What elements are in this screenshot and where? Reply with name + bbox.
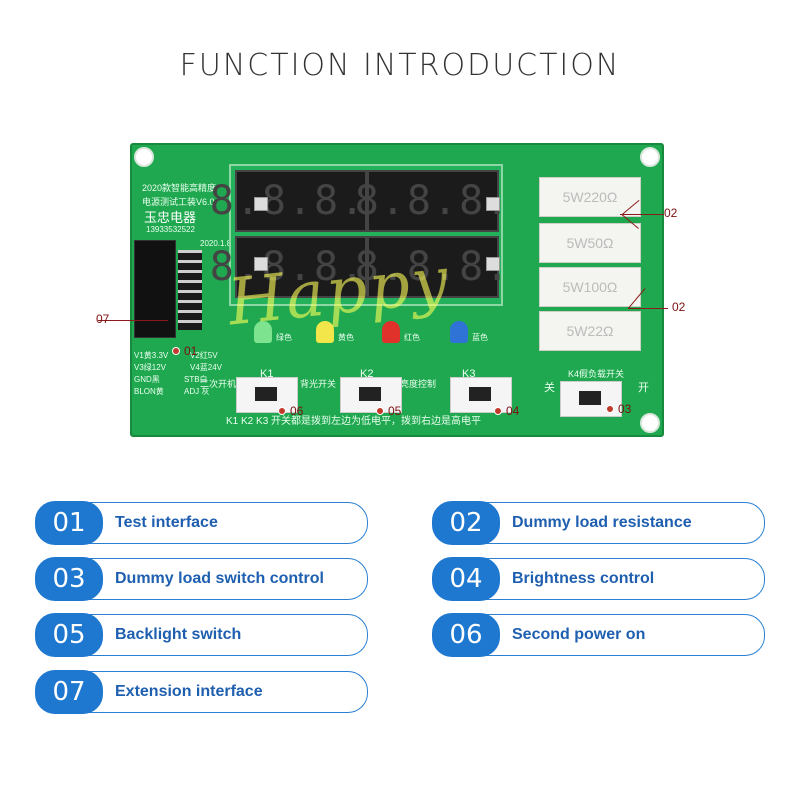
board-date: 2020.1.8 [200,239,232,248]
legend-blon: BLON黄 [134,387,164,396]
function-label: Extension interface [115,683,263,700]
function-label: Backlight switch [115,626,242,643]
switch-backlight [340,377,402,413]
board-header-1: 2020款智能高精度 [142,183,217,193]
led-yellow-icon [316,321,334,343]
off-label: 关 [544,382,555,394]
function-number: 01 [35,501,103,545]
label-k2: K2 [360,368,374,380]
mount-hole [134,147,154,167]
second-power-label: 二次开机 [200,379,237,389]
legend-stb: STB白 [184,375,208,384]
board-phone: 13933532522 [146,225,195,234]
extension-connector [134,240,176,338]
function-item-03: 03 Dummy load switch control [35,557,368,601]
function-item-05: 05 Backlight switch [35,613,368,657]
function-number: 05 [35,613,103,657]
callout-02a: 02 [664,206,678,220]
callout-02b: 02 [672,300,686,314]
legend-v2: V2红5V [190,351,218,360]
callout-03: 03 [606,402,631,416]
switch-brightness [450,377,512,413]
function-number: 03 [35,557,103,601]
callout-line [628,308,668,309]
callout-07: 07 [96,312,110,326]
label-k1: K1 [260,368,274,380]
led-blue-label: 蓝色 [472,333,488,342]
callout-line [98,320,168,321]
led-blue-icon [450,321,468,343]
board-brand: 玉忠电器 [144,210,197,225]
function-number: 02 [432,501,500,545]
led-green-icon [254,321,272,343]
trim-pot [486,197,500,211]
function-item-04: 04 Brightness control [432,557,765,601]
function-label: Brightness control [512,570,655,587]
pcb-board: 2020款智能高精度 电源测试工装V6.0 玉忠电器 13933532522 2… [130,143,664,437]
display-module: 8.8.8.8 8.8.8. 8.8.8.8 8.8.8. [210,164,509,306]
test-pin-header [178,250,202,330]
resistor-220: 5W220Ω [539,177,641,217]
callout-01: 01 [172,344,197,358]
legend-adj: ADJ 灰 [184,387,210,396]
function-label: Dummy load resistance [512,514,692,531]
legend-gnd: GND黑 [134,375,160,384]
mount-hole [640,147,660,167]
board-header-2: 电源测试工装V6.0 [142,197,215,207]
display-bottom-right: 8.8.8. [355,236,509,298]
function-item-06: 06 Second power on [432,613,765,657]
callout-dot-icon [172,347,180,355]
function-number: 04 [432,557,500,601]
function-item-07: 07 Extension interface [35,670,368,714]
display-top-left: 8.8.8.8 [210,170,390,232]
callout-05: 05 [376,404,401,418]
callout-dot-icon [494,407,502,415]
function-label: Dummy load switch control [115,570,324,587]
backlight-label: 背光开关 [300,379,337,389]
callout-line [620,214,664,215]
resistor-100: 5W100Ω [539,267,641,307]
board-note: K1 K2 K3 开关都是拨到左边为低电平，拨到右边是高电平 [226,416,482,427]
label-k3: K3 [462,368,476,380]
led-red-icon [382,321,400,343]
function-number: 07 [35,670,103,714]
led-yellow-label: 黄色 [338,333,354,342]
callout-dot-icon [376,407,384,415]
load-switch-label: K4假负载开关 [568,369,625,379]
callout-06: 06 [278,404,303,418]
led-red-label: 红色 [404,333,420,342]
brightness-label: 亮度控制 [400,379,437,389]
resistor-50: 5W50Ω [539,223,641,263]
display-top-right: 8.8.8. [355,170,509,232]
legend-v4: V4蓝24V [190,363,223,372]
callout-dot-icon [278,407,286,415]
callout-04: 04 [494,404,519,418]
resistor-22: 5W22Ω [539,311,641,351]
function-item-02: 02 Dummy load resistance [432,501,765,545]
page-title: FUNCTION INTRODUCTION [179,48,621,83]
trim-pot [254,257,268,271]
function-number: 06 [432,613,500,657]
trim-pot [486,257,500,271]
function-item-01: 01 Test interface [35,501,368,545]
trim-pot [254,197,268,211]
function-label: Second power on [512,626,646,643]
on-label: 开 [638,382,649,394]
legend-v3: V3绿12V [134,363,167,372]
led-green-label: 绿色 [276,333,292,342]
legend-v1: V1黄3.3V [134,351,169,360]
callout-dot-icon [606,405,614,413]
switch-second-power [236,377,298,413]
function-label: Test interface [115,514,218,531]
mount-hole [640,413,660,433]
